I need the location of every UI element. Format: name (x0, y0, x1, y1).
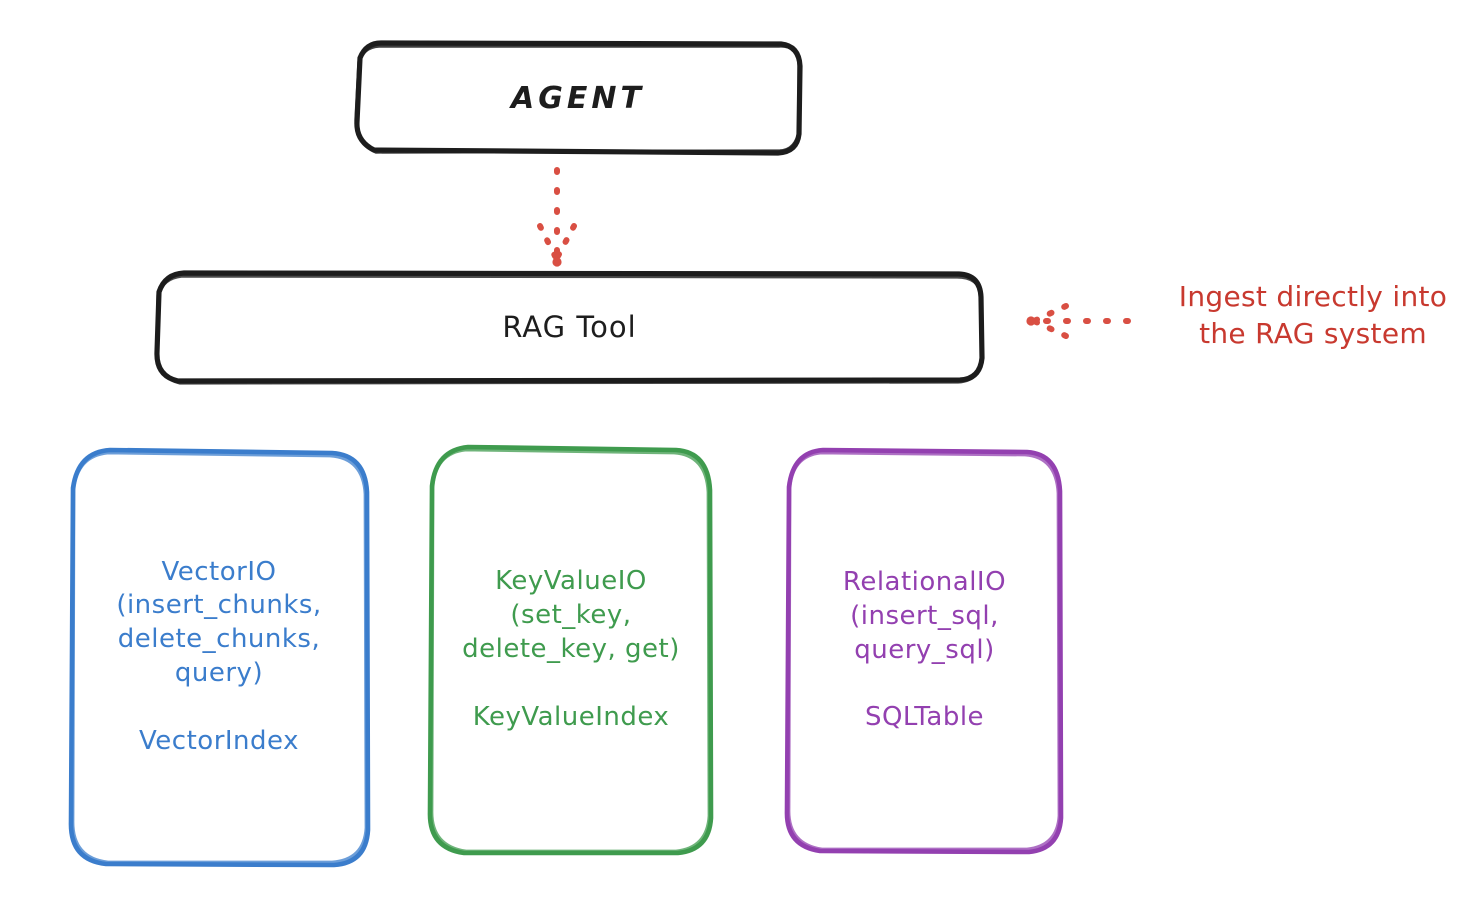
relational-io-api-label: RelationalIO (insert_sql, query_sql) (842, 566, 1007, 665)
rag-tool-box-outline (154, 270, 985, 385)
key-value-io-index-label: KeyValueIndex (472, 701, 670, 732)
vector-io-box-outline (68, 447, 371, 868)
ingest-dotted-arrow (1026, 303, 1131, 339)
rag-tool-node[interactable]: RAG Tool (156, 272, 983, 382)
ingest-annotation-text: Ingest directly into the RAG system (1178, 280, 1448, 350)
relational-io-node[interactable]: RelationalIO (insert_sql, query_sql) SQL… (787, 448, 1062, 853)
agent-box-outline (354, 40, 803, 156)
vector-io-api-label: VectorIO (insert_chunks, delete_chunks, … (116, 556, 322, 688)
rag-tool-label: RAG Tool (502, 310, 637, 344)
agent-label: AGENT (511, 80, 645, 116)
key-value-io-node[interactable]: KeyValueIO (set_key, delete_key, get) Ke… (430, 446, 712, 854)
key-value-io-api-label: KeyValueIO (set_key, delete_key, get) (462, 566, 680, 664)
key-value-io-box-outline (427, 444, 714, 856)
relational-io-table-label: SQLTable (864, 702, 985, 733)
agent-node[interactable]: AGENT (355, 42, 801, 154)
vector-io-node[interactable]: VectorIO (insert_chunks, delete_chunks, … (70, 448, 368, 866)
vector-io-index-label: VectorIndex (139, 725, 299, 756)
agent-to-rag-dotted-arrow (537, 167, 577, 267)
relational-io-box-outline (784, 447, 1064, 855)
